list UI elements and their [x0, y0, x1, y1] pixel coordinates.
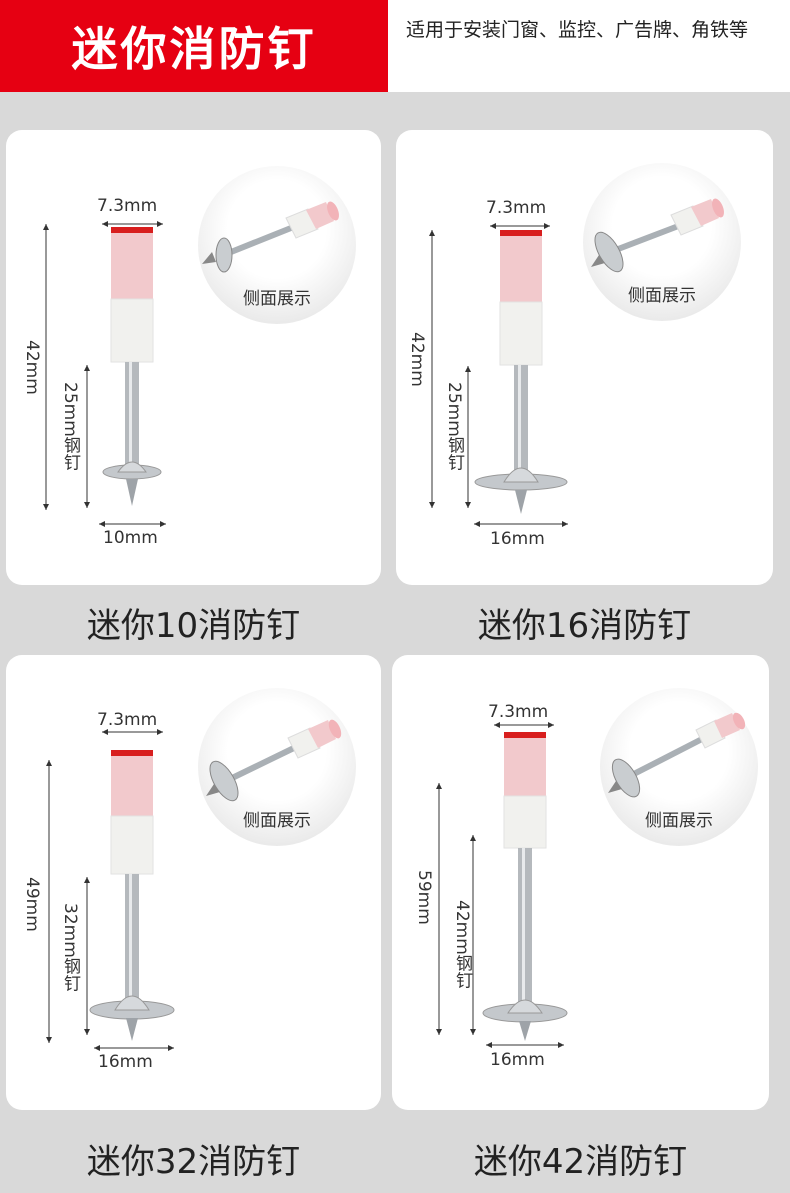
washer-label: 16mm: [490, 529, 545, 549]
nail-diagram: [46, 729, 175, 1051]
steel-length-label: 42mm钢钉: [452, 900, 472, 989]
side-view-label: 侧面展示: [243, 811, 311, 831]
total-length-label: 42mm: [407, 332, 427, 387]
side-view-bubble: 侧面展示: [198, 166, 356, 324]
total-length-label: 42mm: [22, 340, 42, 395]
cap-width-label: 7.3mm: [488, 702, 549, 722]
product-card-2: 7.3mm 42mm 25mm钢钉 16mm 侧面展示: [396, 130, 773, 585]
page-subtitle: 适用于安装门窗、监控、广告牌、角铁等: [406, 19, 749, 41]
washer-label: 16mm: [490, 1050, 545, 1070]
product-caption-1: 迷你10消防钉: [86, 606, 301, 646]
side-view-label: 侧面展示: [628, 286, 696, 306]
product-card-4: 7.3mm 59mm 42mm钢钉 16mm 侧面展示: [392, 655, 769, 1110]
side-view-nail-icon: [608, 712, 746, 798]
product-card-1: 7.3mm 42mm 25mm钢钉 10mm 侧面展示: [6, 130, 381, 585]
steel-length-label: 32mm钢钉: [60, 903, 80, 992]
nail-diagram: [436, 722, 568, 1048]
page-title: 迷你消防钉: [0, 0, 388, 92]
side-view-bubble: 侧面展示: [198, 688, 356, 846]
product-card-3: 7.3mm 49mm 32mm钢钉 16mm 侧面展示: [6, 655, 381, 1110]
product-caption-2: 迷你16消防钉: [477, 606, 692, 646]
total-length-label: 49mm: [22, 877, 42, 932]
header: 迷你消防钉 适用于安装门窗、监控、广告牌、角铁等: [0, 0, 790, 92]
cap-width-label: 7.3mm: [97, 710, 158, 730]
product-caption-3: 迷你32消防钉: [86, 1142, 301, 1182]
side-view-bubble: 侧面展示: [583, 163, 741, 321]
total-length-label: 59mm: [414, 870, 434, 925]
washer-label: 10mm: [103, 528, 158, 548]
product-caption-4: 迷你42消防钉: [473, 1142, 688, 1182]
nail-diagram: [43, 221, 166, 527]
side-view-label: 侧面展示: [645, 811, 713, 831]
nail-diagram: [429, 223, 568, 527]
cap-width-label: 7.3mm: [97, 196, 158, 216]
cap-width-label: 7.3mm: [486, 198, 547, 218]
side-view-nail-icon: [206, 719, 342, 802]
side-view-label: 侧面展示: [243, 289, 311, 309]
washer-label: 16mm: [98, 1052, 153, 1072]
steel-length-label: 25mm钢钉: [60, 382, 80, 471]
side-view-nail-icon: [591, 198, 724, 273]
side-view-nail-icon: [202, 201, 339, 273]
side-view-bubble: 侧面展示: [600, 688, 758, 846]
steel-length-label: 25mm钢钉: [444, 382, 464, 471]
